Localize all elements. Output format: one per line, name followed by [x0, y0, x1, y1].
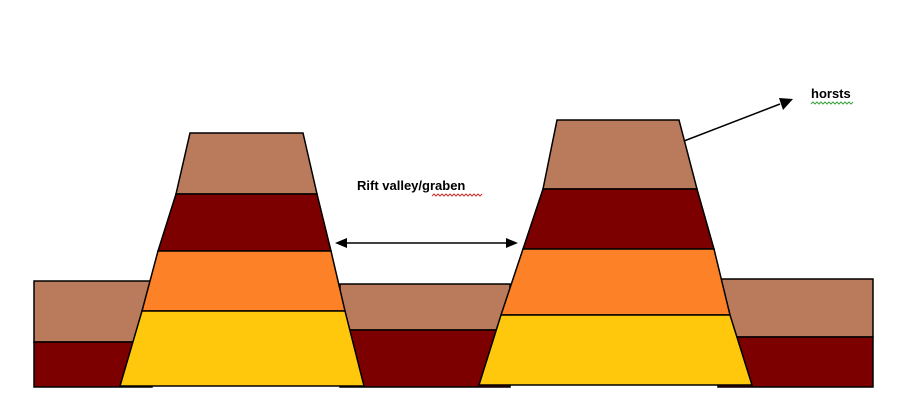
right-horst-layer-2 — [521, 188, 715, 250]
right-horst-layer-3 — [499, 248, 731, 316]
right-horst-layer-1 — [542, 119, 698, 190]
horsts-label: horsts — [811, 86, 851, 101]
graben-block — [339, 283, 511, 388]
horsts-spellcheck-underline — [810, 101, 854, 105]
rift-valley-label: Rift valley/graben — [357, 178, 465, 193]
right-ground-block — [717, 278, 874, 388]
rift-valley-spellcheck-underline — [431, 193, 483, 197]
rift-arrow-right-head — [506, 238, 518, 248]
left-horst-layer-3 — [141, 250, 346, 312]
right-ground-top-layer — [717, 278, 874, 338]
rift-arrow-left-head — [335, 238, 347, 248]
left-horst-layer-2 — [156, 193, 332, 252]
left-horst — [118, 132, 365, 387]
right-horst-layer-4 — [477, 314, 754, 386]
horsts-arrow-head — [779, 98, 793, 110]
left-horst-layer-1 — [175, 132, 318, 195]
horsts-pointer-arrow — [683, 98, 793, 142]
graben-top-layer — [339, 283, 511, 331]
left-ground-top-layer — [33, 280, 153, 343]
right-horst — [477, 119, 754, 386]
left-horst-layer-4 — [118, 310, 365, 387]
rift-width-arrow — [335, 238, 518, 248]
